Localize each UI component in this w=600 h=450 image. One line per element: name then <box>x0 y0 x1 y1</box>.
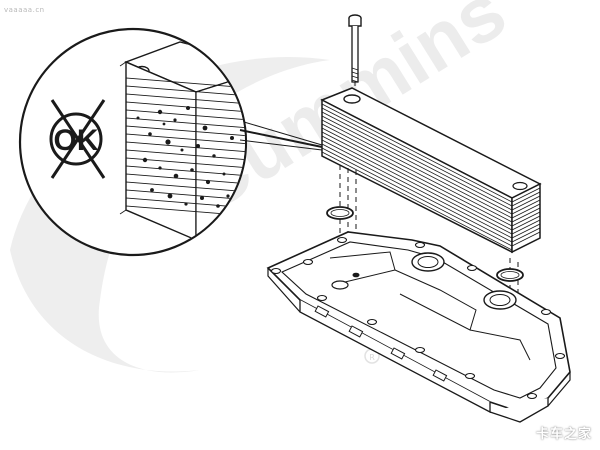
prohibition-check-icon: OK <box>49 99 106 179</box>
flange-bolt-holes <box>270 236 566 400</box>
callout-leader-line <box>239 129 323 148</box>
magnified-callout: OK <box>18 27 323 257</box>
cooler-housing <box>266 231 571 423</box>
svg-text:R: R <box>369 353 375 362</box>
o-ring-seals <box>326 206 524 282</box>
skirt-tabs <box>314 305 448 382</box>
corner-watermark-logo: 卡车之家 <box>535 427 592 442</box>
o-ring-right <box>496 268 524 282</box>
cooler-plate-lines <box>321 103 541 251</box>
mounting-bolt <box>348 14 362 96</box>
debris-dots <box>136 106 234 208</box>
oil-cooler-element <box>320 87 542 370</box>
o-ring-left <box>326 206 354 220</box>
source-url-mark: vaaaaa.cn <box>4 6 45 14</box>
top-bolt-hole-icon <box>343 94 361 104</box>
callout-ok-text: OK <box>54 124 99 157</box>
